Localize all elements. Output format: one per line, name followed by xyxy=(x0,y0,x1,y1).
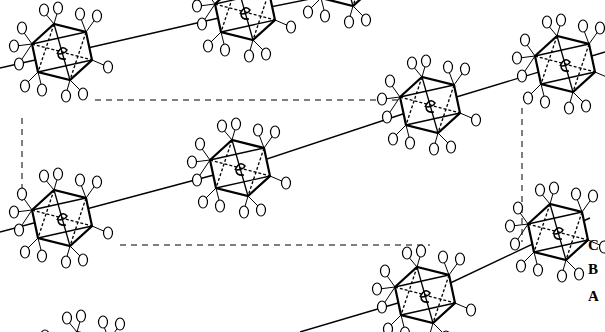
axis-label: C xyxy=(588,238,599,253)
axis-label: B xyxy=(588,262,598,277)
axis-label: A xyxy=(588,289,599,304)
